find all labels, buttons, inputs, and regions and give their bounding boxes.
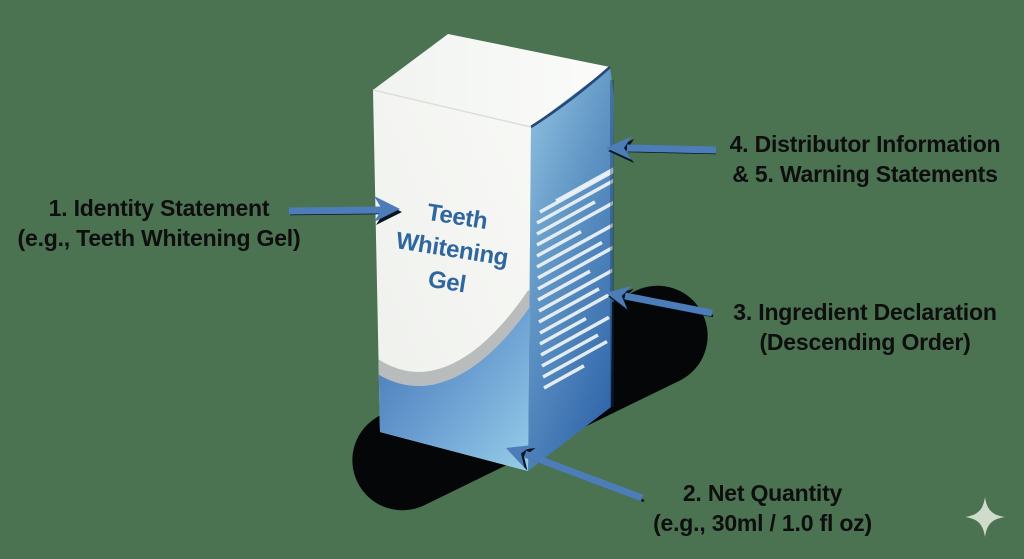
annotation-distributor-line1: 4. Distributor Information <box>729 131 1001 157</box>
annotation-net-quantity: 2. Net Quantity (e.g., 30ml / 1.0 fl oz) <box>612 478 913 538</box>
ingredient-text-line <box>536 200 614 247</box>
net-quantity-arrow-icon <box>506 445 645 503</box>
front-curve-band <box>373 290 531 386</box>
ingredient-text-line <box>536 177 614 225</box>
product-box <box>372 34 614 471</box>
annotation-net-quantity-line2: (e.g., 30ml / 1.0 fl oz) <box>653 510 872 536</box>
ingredient-text-line <box>541 333 599 368</box>
annotation-ingredient-line1: 3. Ingredient Declaration <box>733 299 997 325</box>
front-blue-panel <box>373 301 531 471</box>
ingredient-text-line <box>536 222 614 269</box>
ingredient-text-line <box>536 230 582 258</box>
box-lid-seam <box>530 66 611 129</box>
ingredient-text-line <box>542 339 608 379</box>
ingredient-text-line <box>540 315 610 357</box>
annotation-identity-line1: 1. Identity Statement <box>48 195 270 221</box>
annotation-distributor-warning: 4. Distributor Information & 5. Warning … <box>712 129 1018 189</box>
sparkle-icon <box>965 497 1005 537</box>
ingredient-text-line <box>536 200 596 236</box>
annotation-identity: 1. Identity Statement (e.g., Teeth White… <box>3 193 315 253</box>
ingredient-text-line <box>538 287 600 324</box>
box-front-top-edge <box>372 89 532 128</box>
ingredient-text-line <box>539 167 614 214</box>
annotation-distributor-line2: & 5. Warning Statements <box>732 161 998 187</box>
ingredient-text-line <box>538 268 614 313</box>
ingredient-text-line <box>537 244 614 291</box>
ingredient-arrow-icon <box>606 285 714 318</box>
ingredient-text-line <box>539 316 587 346</box>
ingredient-text-line <box>537 269 591 302</box>
ingredient-text-line <box>543 364 585 390</box>
ingredient-text-line <box>537 240 603 280</box>
annotation-net-quantity-line1: 2. Net Quantity <box>682 480 843 506</box>
ingredient-text-line <box>539 290 614 335</box>
annotation-ingredient-line2: (Descending Order) <box>759 329 971 355</box>
distributor-arrow-icon <box>606 136 717 163</box>
ingredient-text-stripes <box>536 165 614 390</box>
ingredient-text-line <box>555 165 614 203</box>
identity-arrow-icon <box>288 196 402 225</box>
annotation-ingredient-declaration: 3. Ingredient Declaration (Descending Or… <box>712 297 1018 357</box>
annotation-identity-line2: (e.g., Teeth Whitening Gel) <box>17 225 301 251</box>
